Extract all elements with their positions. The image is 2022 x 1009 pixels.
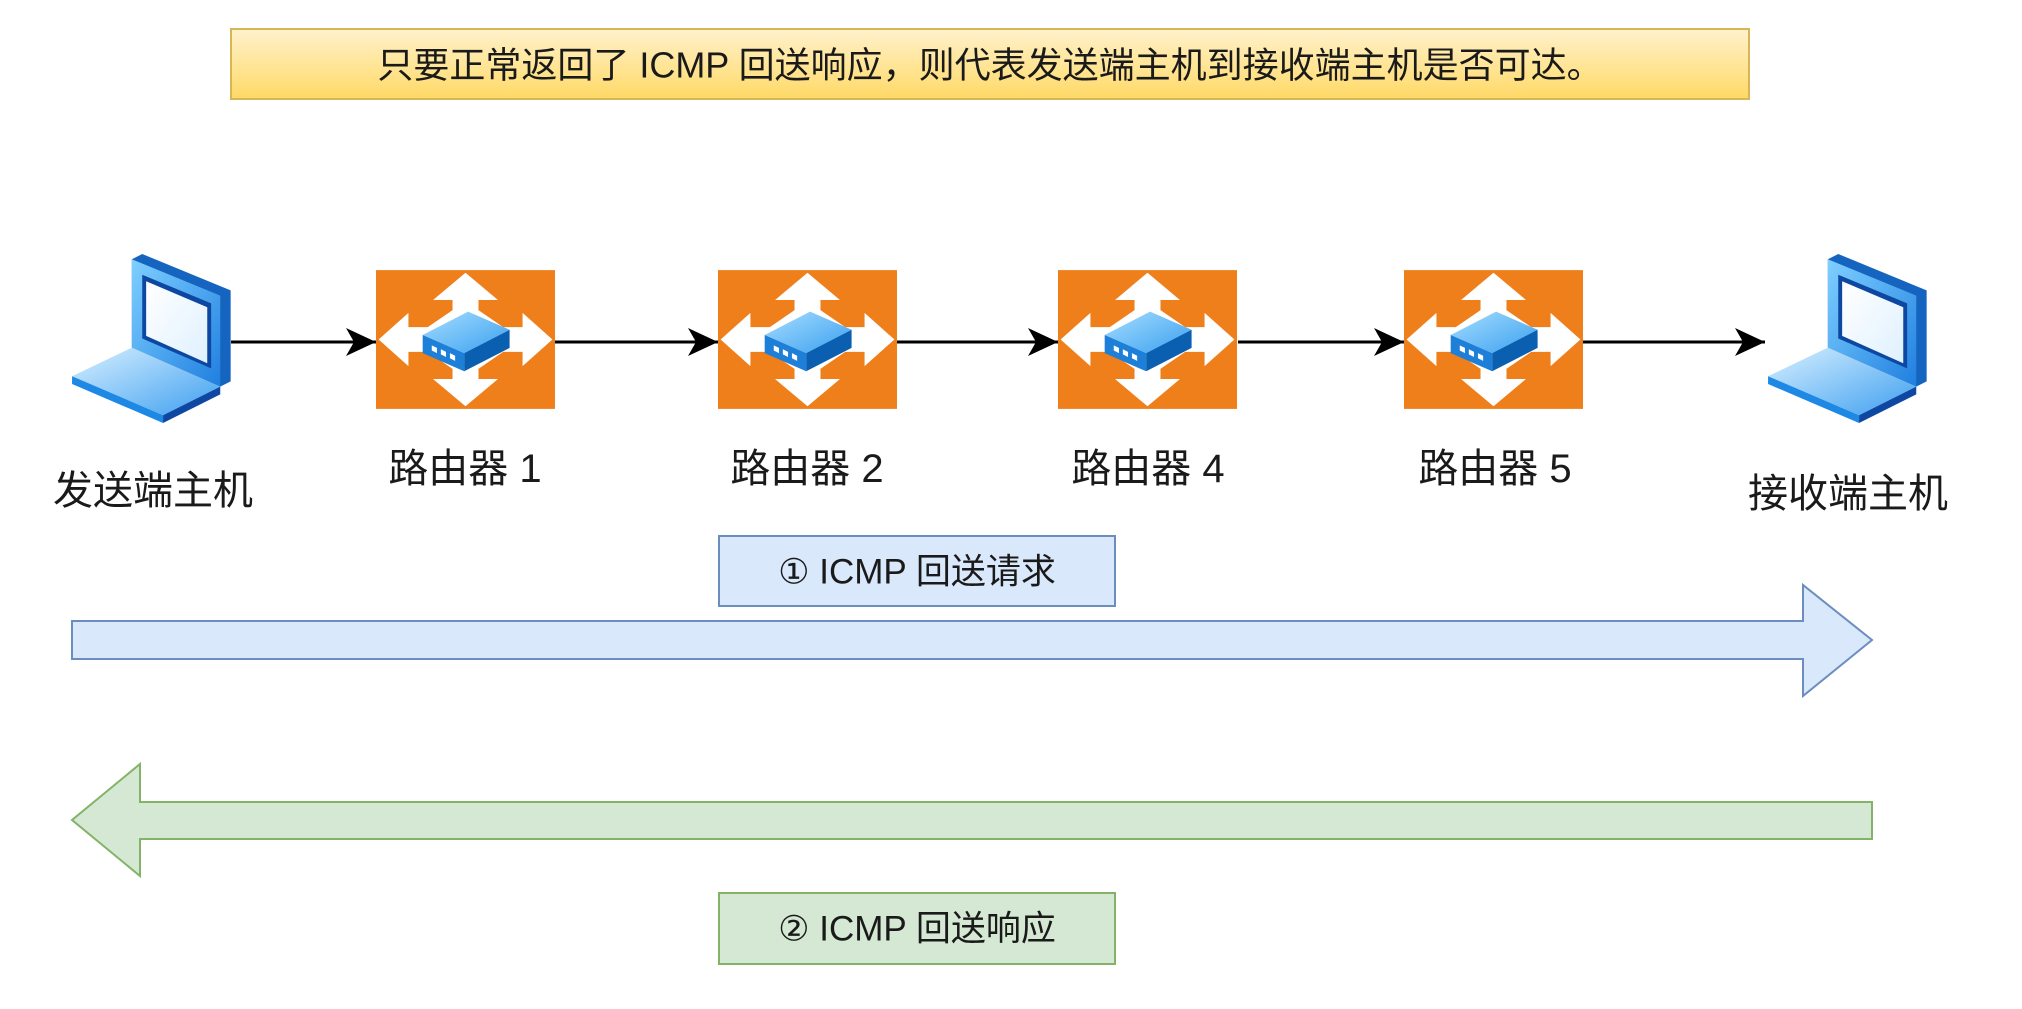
router-1: 路由器 1	[376, 270, 555, 491]
router-label: 路由器 1	[388, 447, 541, 491]
router-label: 路由器 4	[1071, 447, 1224, 491]
request-arrow-group	[71, 582, 1874, 699]
sender-host-label: 发送端主机	[53, 469, 253, 513]
banner-box	[230, 28, 1750, 100]
reply-arrow-group	[70, 761, 1873, 879]
banner-text: 只要正常返回了 ICMP 回送响应，则代表发送端主机到接收端主机是否可达。	[377, 45, 1602, 86]
reply-arrow	[70, 761, 1873, 879]
request-arrow	[71, 582, 1874, 699]
router-4: 路由器 4	[1058, 270, 1237, 491]
reply-label-box	[718, 892, 1116, 965]
request-label-group: ① ICMP 回送请求	[718, 535, 1116, 607]
sender-host: 发送端主机	[53, 254, 253, 513]
laptop-icon	[1768, 254, 1927, 423]
router-icon	[718, 270, 897, 409]
reply-label: ② ICMP 回送响应	[778, 910, 1056, 949]
laptop-icon	[72, 254, 231, 423]
router-icon	[1058, 270, 1237, 409]
router-5: 路由器 5	[1404, 270, 1583, 491]
router-icon	[376, 270, 555, 409]
reply-label-group: ② ICMP 回送响应	[718, 892, 1116, 965]
router-label: 路由器 5	[1418, 447, 1571, 491]
request-label: ① ICMP 回送请求	[778, 553, 1056, 592]
banner: 只要正常返回了 ICMP 回送响应，则代表发送端主机到接收端主机是否可达。	[230, 28, 1750, 100]
router-2: 路由器 2	[718, 270, 897, 491]
receiver-host: 接收端主机	[1748, 254, 1948, 516]
request-label-box	[718, 535, 1116, 607]
router-label: 路由器 2	[730, 447, 883, 491]
router-icon	[1404, 270, 1583, 409]
receiver-host-label: 接收端主机	[1748, 472, 1948, 516]
